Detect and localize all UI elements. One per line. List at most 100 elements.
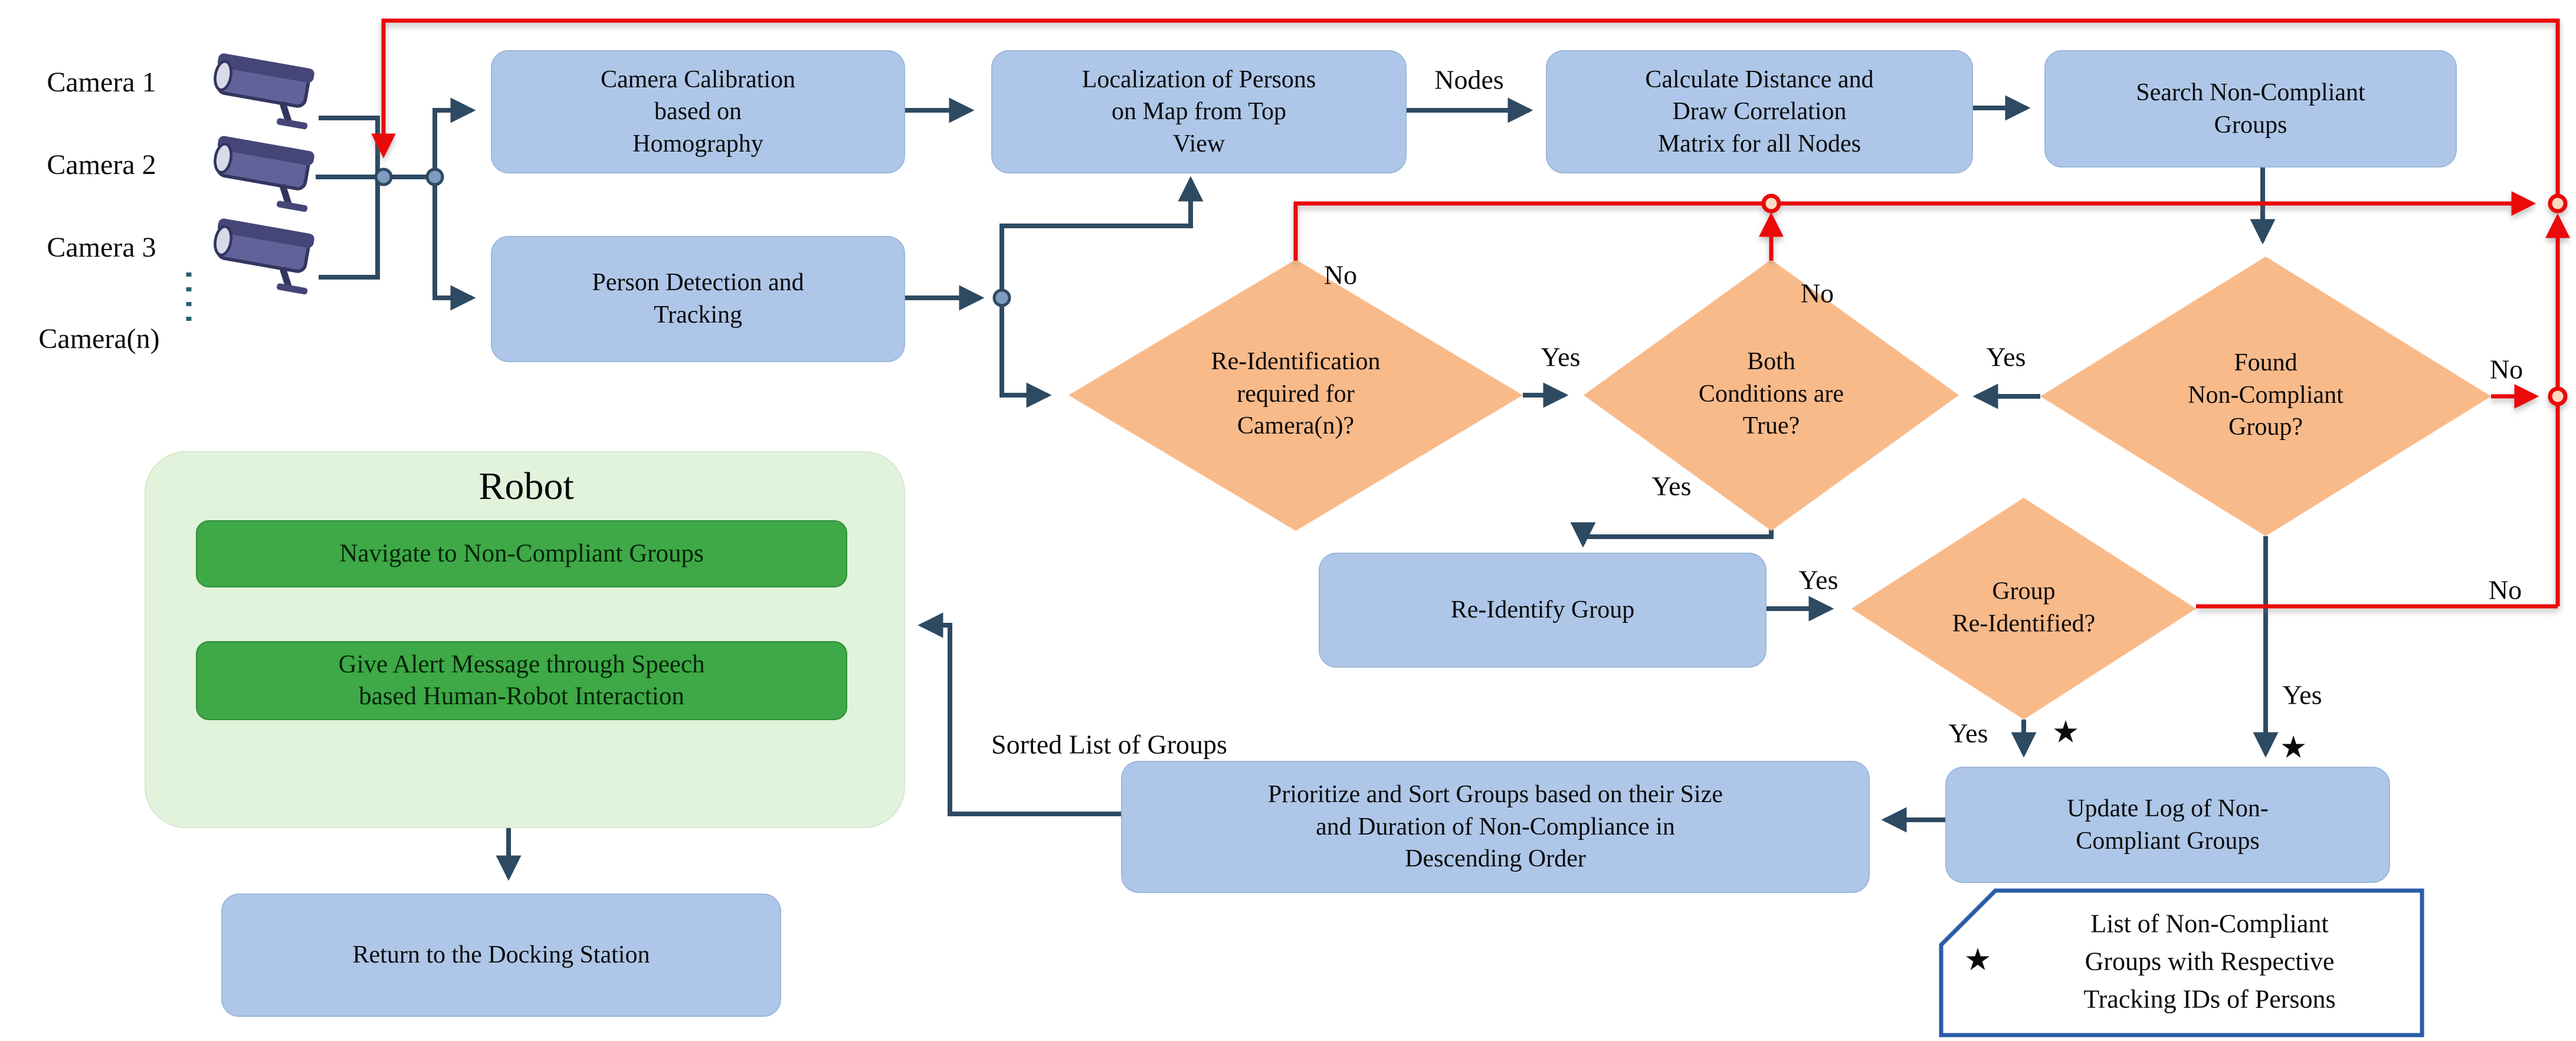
- note-text: List of Non-Compliant Groups with Respec…: [2083, 905, 2335, 1017]
- edge-conditions-yes-to-reidentify: [1570, 522, 1774, 548]
- red-top-loop: [371, 18, 2560, 195]
- box-line: based Human-Robot Interaction: [359, 682, 684, 710]
- robot-title: Robot: [479, 465, 574, 508]
- diamond-reid-required: [1069, 260, 1523, 531]
- diamond-line: True?: [1742, 412, 1800, 440]
- box-line: Descending Order: [1405, 845, 1586, 873]
- box-person-detection: Person Detection and Tracking: [491, 236, 905, 362]
- edge-label-yes: Yes: [1651, 471, 1692, 501]
- box-line: Calculate Distance and: [1645, 65, 1874, 93]
- diamond-line: Group?: [2228, 413, 2303, 441]
- camera-label: Camera(n): [38, 323, 160, 354]
- box-line: Localization of Persons: [1081, 65, 1316, 93]
- box-update-log: Update Log of Non- Compliant Groups: [1945, 767, 2390, 883]
- diamond-text-both-conditions: Both Conditions are True?: [1699, 346, 1844, 442]
- edge-to-reid-required: [999, 298, 1052, 408]
- camera-label: Camera 2: [47, 149, 156, 180]
- camera-label: Camera 3: [47, 232, 156, 263]
- note-line: Tracking IDs of Persons: [2083, 984, 2336, 1013]
- edge-label-nodes: Nodes: [1434, 64, 1504, 95]
- box-calc-distance: Calculate Distance and Draw Correlation …: [1546, 50, 1973, 173]
- edge-prioritize-to-robot: [917, 612, 1121, 816]
- edge-label-yes: Yes: [1986, 341, 2026, 372]
- camera-label: Camera 1: [47, 67, 156, 98]
- cctv-camera-icon: [209, 135, 317, 212]
- red-feedback-loop: [371, 18, 2570, 609]
- red-junction-dot: [2548, 193, 2568, 214]
- diamond-line: Both: [1747, 348, 1795, 376]
- diamond-line: Re-Identification: [1211, 348, 1381, 376]
- red-junction-dot: [2548, 386, 2568, 406]
- edge-to-calibration: [432, 97, 476, 177]
- red-no-reid-required: [1293, 191, 2536, 261]
- note-shape: [1939, 888, 2424, 1037]
- decision-diamonds: [1069, 257, 2491, 720]
- edge-tracking-to-localization: [999, 176, 1204, 298]
- box-line: Navigate to Non-Compliant Groups: [339, 540, 704, 568]
- note-line: List of Non-Compliant: [2090, 909, 2329, 938]
- box-line: on Map from Top: [1111, 98, 1287, 126]
- edge-camera1-trunk: [319, 116, 380, 175]
- box-line: Search Non-Compliant: [2136, 78, 2365, 106]
- box-alert-message: Give Alert Message through Speech based …: [196, 641, 847, 720]
- diamond-line: Non-Compliant: [2188, 381, 2344, 409]
- box-search-groups: Search Non-Compliant Groups: [2044, 50, 2457, 168]
- box-line: Camera Calibration: [600, 65, 796, 93]
- box-line: and Duration of Non-Compliance in: [1316, 813, 1675, 840]
- box-camera-calibration: Camera Calibration based on Homography: [491, 50, 905, 173]
- box-line: View: [1172, 130, 1225, 157]
- diamond-line: Camera(n)?: [1237, 412, 1355, 440]
- box-return-dock: Return to the Docking Station: [221, 894, 781, 1017]
- note-star-marker: ★: [1964, 943, 1992, 977]
- cctv-camera-icon: [209, 52, 317, 130]
- edge-label-no: No: [1323, 260, 1358, 290]
- box-line: Return to the Docking Station: [352, 941, 650, 969]
- cctv-camera-icon: [209, 218, 317, 295]
- dark-junction-dots: [374, 168, 1011, 307]
- edge-label-yes: Yes: [1948, 718, 1988, 748]
- box-re-identify: Re-Identify Group: [1319, 553, 1767, 668]
- note-line: Groups with Respective: [2085, 947, 2335, 976]
- diamond-line: Group: [1992, 577, 2056, 605]
- diamond-line: required for: [1237, 380, 1355, 408]
- edge-label-no: No: [2488, 574, 2522, 605]
- edge-to-person-detection: [432, 177, 476, 311]
- junction-dot: [425, 168, 444, 186]
- red-junction-dot: [1761, 193, 1781, 214]
- junction-dot: [992, 288, 1011, 307]
- box-line: Tracking: [653, 301, 743, 329]
- star-marker: ★: [2279, 731, 2308, 765]
- diamond-text-found-group: Found Non-Compliant Group?: [2188, 347, 2344, 444]
- edge-label-yes: Yes: [2282, 679, 2322, 710]
- edge-label-yes: Yes: [1541, 341, 1581, 372]
- diamond-line: Re-Identified?: [1952, 610, 2096, 637]
- edge-label-no: No: [1800, 278, 1834, 308]
- box-line: Prioritize and Sort Groups based on thei…: [1267, 781, 1723, 809]
- box-navigate: Navigate to Non-Compliant Groups: [196, 520, 847, 587]
- diamond-both-conditions: [1584, 260, 1959, 531]
- box-line: based on: [654, 98, 742, 126]
- robot-container: Robot Navigate to Non-Compliant Groups G…: [145, 451, 905, 828]
- box-line: Groups: [2214, 111, 2287, 139]
- box-line: Give Alert Message through Speech: [338, 651, 705, 679]
- dark-connectors: [316, 95, 2279, 881]
- diamond-found-group: [2040, 257, 2491, 536]
- diamond-text-reid-required: Re-Identification required for Camera(n)…: [1211, 346, 1381, 442]
- edge-camera3-trunk: [319, 179, 380, 280]
- box-line: Re-Identify Group: [1450, 596, 1635, 624]
- camera-icons: [209, 52, 317, 295]
- edge-label-yes: Yes: [1798, 564, 1838, 595]
- box-line: Matrix for all Nodes: [1657, 130, 1861, 157]
- diamond-line: Found: [2234, 349, 2298, 377]
- diamond-group-reidentified: [1851, 498, 2196, 720]
- box-line: Homography: [632, 130, 763, 157]
- edge-label-sorted-list: Sorted List of Groups: [991, 729, 1227, 760]
- star-marker: ★: [2051, 715, 2080, 750]
- edge-label-no: No: [2489, 354, 2523, 385]
- box-line: Draw Correlation: [1672, 98, 1847, 126]
- diamond-text-group-reidentified: Group Re-Identified?: [1952, 575, 2096, 639]
- diamond-line: Conditions are: [1698, 380, 1844, 408]
- box-line: Update Log of Non-: [2067, 794, 2269, 822]
